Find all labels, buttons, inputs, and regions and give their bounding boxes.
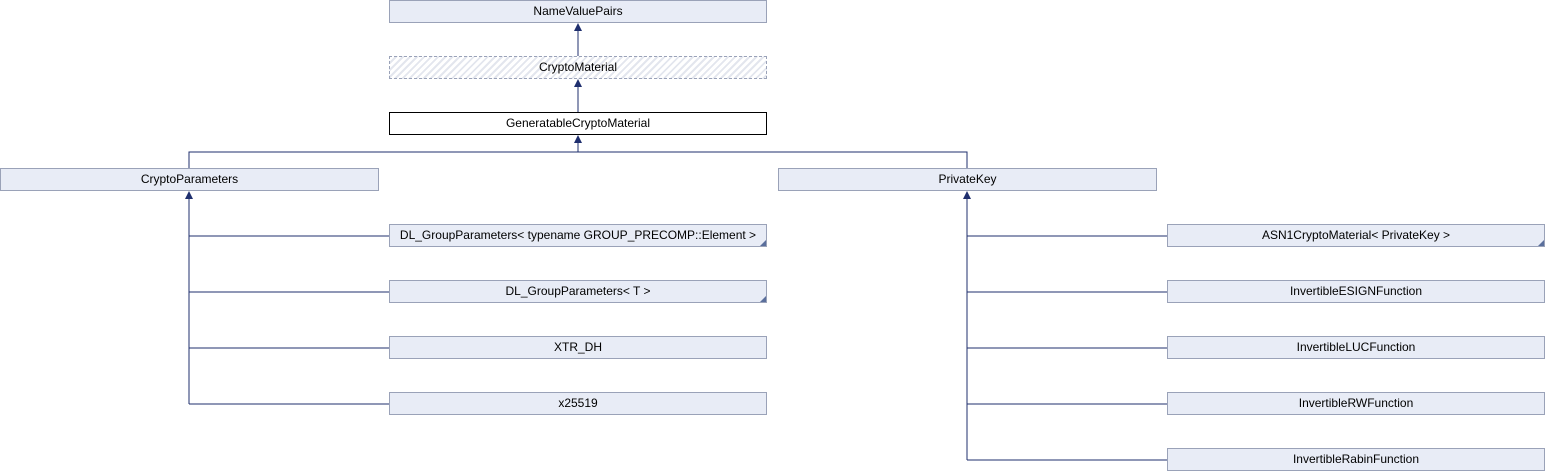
node-asn1-crypto-material-privatekey[interactable]: ASN1CryptoMaterial< PrivateKey > bbox=[1167, 224, 1545, 247]
node-generatable-crypto-material: GeneratableCryptoMaterial bbox=[389, 112, 767, 135]
node-invertible-luc-function[interactable]: InvertibleLUCFunction bbox=[1167, 336, 1545, 359]
edge-privatekey-generatable bbox=[578, 151, 968, 168]
node-dl-group-parameters-t[interactable]: DL_GroupParameters< T > bbox=[389, 280, 767, 303]
edge-cryptoparameters-generatable bbox=[188, 151, 578, 168]
node-namevaluepairs[interactable]: NameValuePairs bbox=[389, 0, 767, 23]
node-invertible-rabin-function[interactable]: InvertibleRabinFunction bbox=[1167, 448, 1545, 471]
node-x25519[interactable]: x25519 bbox=[389, 392, 767, 415]
node-dl-group-parameters-precomp[interactable]: DL_GroupParameters< typename GROUP_PRECO… bbox=[389, 224, 767, 247]
node-invertible-esign-function[interactable]: InvertibleESIGNFunction bbox=[1167, 280, 1545, 303]
node-xtr-dh[interactable]: XTR_DH bbox=[389, 336, 767, 359]
node-cryptoparameters[interactable]: CryptoParameters bbox=[0, 168, 379, 191]
node-cryptomaterial[interactable]: CryptoMaterial bbox=[389, 56, 767, 79]
node-invertible-rw-function[interactable]: InvertibleRWFunction bbox=[1167, 392, 1545, 415]
node-privatekey[interactable]: PrivateKey bbox=[778, 168, 1157, 191]
